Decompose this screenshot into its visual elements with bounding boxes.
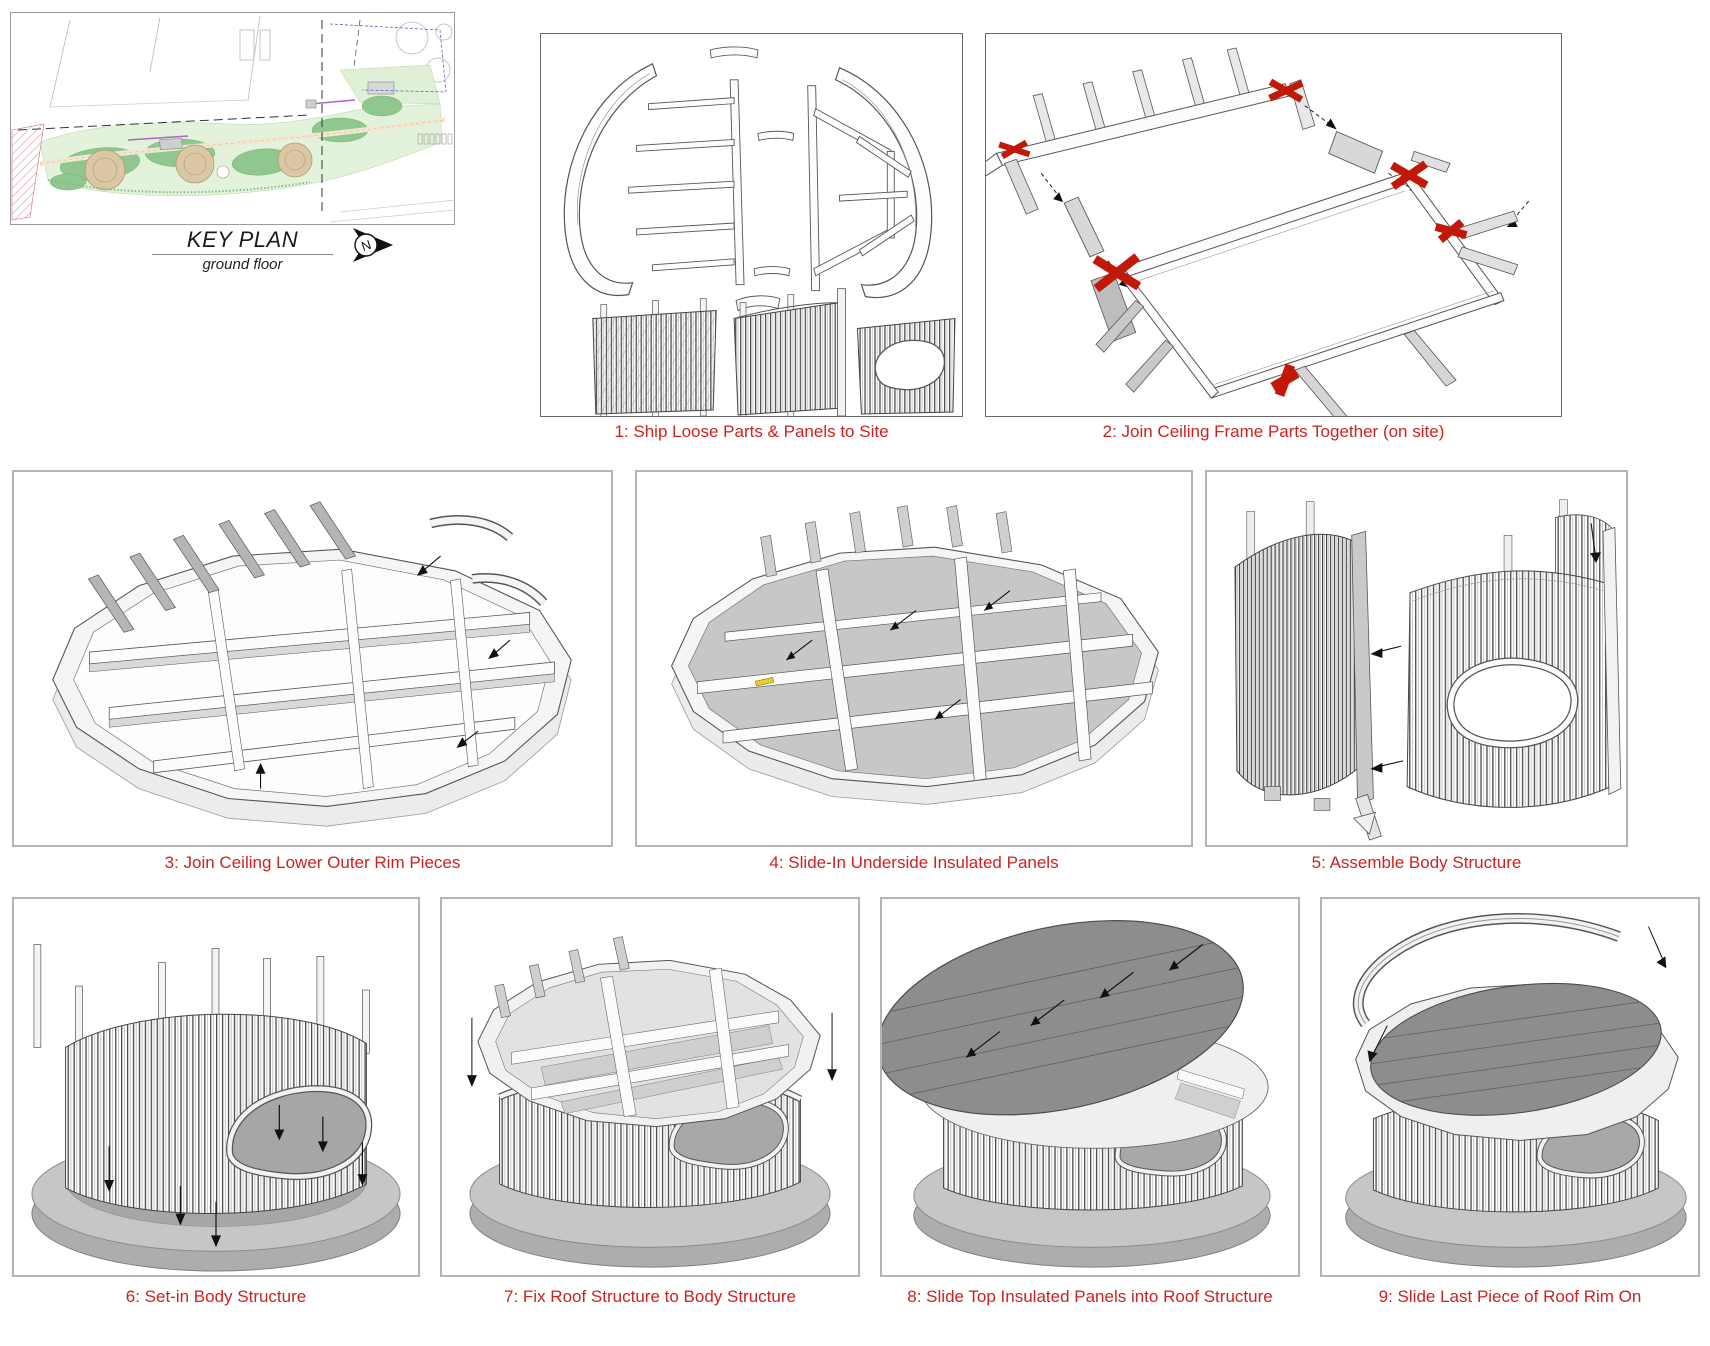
- north-letter: N: [359, 237, 373, 254]
- step-caption-6: 6: Set-in Body Structure: [125, 1287, 307, 1306]
- step-panel-4: [635, 470, 1193, 847]
- step-panel-8: [880, 897, 1300, 1277]
- highlight-marker: [755, 677, 775, 687]
- step-caption-4: 4: Slide-In Underside Insulated Panels: [769, 853, 1059, 872]
- step-7-illustration: [466, 936, 838, 1268]
- step-caption-3: 3: Join Ceiling Lower Outer Rim Pieces: [164, 853, 461, 872]
- step-2-illustration: [986, 47, 1530, 416]
- step-panel-3: [12, 470, 613, 847]
- step-6-illustration: [31, 944, 401, 1272]
- step-5-illustration: [1234, 499, 1622, 841]
- key-plan-rule: [152, 254, 333, 255]
- step-panel-9: [1320, 897, 1700, 1277]
- step-panel-6: [12, 897, 420, 1277]
- step-4-illustration: [670, 505, 1159, 805]
- step-panel-7: [440, 897, 860, 1277]
- key-plan-title: KEY PLAN: [186, 227, 299, 252]
- step-caption-2: 2: Join Ceiling Frame Parts Together (on…: [1102, 422, 1445, 441]
- step-panel-2: [985, 33, 1562, 417]
- step-panel-5: [1205, 470, 1628, 847]
- step-panel-1: [540, 33, 963, 417]
- step-caption-7: 7: Fix Roof Structure to Body Structure: [504, 1287, 796, 1306]
- site-plan-drawing: [10, 12, 455, 225]
- step-1-illustration: [563, 46, 956, 416]
- step-caption-9: 9: Slide Last Piece of Roof Rim On: [1378, 1287, 1642, 1306]
- north-arrow-icon: N: [353, 228, 393, 262]
- key-plan-subtitle: ground floor: [202, 256, 283, 273]
- step-9-illustration: [1345, 913, 1687, 1268]
- step-3-illustration: [52, 501, 572, 827]
- step-caption-5: 5: Assemble Body Structure: [1311, 853, 1522, 872]
- step-8-illustration: [882, 920, 1271, 1268]
- step-caption-1: 1: Ship Loose Parts & Panels to Site: [614, 422, 889, 441]
- step-caption-8: 8: Slide Top Insulated Panels into Roof …: [907, 1287, 1273, 1306]
